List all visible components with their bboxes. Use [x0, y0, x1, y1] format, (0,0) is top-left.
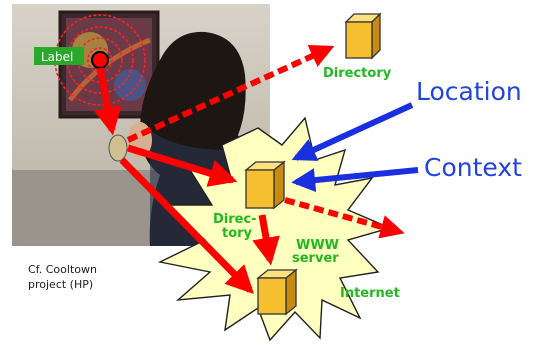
directory-mid-label-line-1: Direc-: [213, 212, 257, 227]
directory-mid-label-line-2: tory: [222, 226, 253, 241]
arrow-label-to-device: [93, 67, 122, 136]
arrow-device-to-directory-mid: [126, 144, 238, 187]
cube-directory-top: [344, 12, 382, 60]
cube-www-server: [256, 268, 298, 316]
arrow-context: [291, 167, 419, 193]
label-tag-dot: [91, 51, 109, 69]
location-label: Location: [416, 77, 522, 106]
handheld-device: [108, 134, 128, 162]
arrow-directory-to-outside: [284, 197, 405, 239]
label-tag-text: Label: [41, 50, 73, 64]
context-label: Context: [424, 153, 522, 182]
arrow-directory-to-www: [252, 214, 280, 266]
www-label-line-2: server: [292, 251, 339, 266]
cube-directory-mid: [244, 160, 286, 210]
caption-line-1: Cf. Cooltown: [28, 263, 97, 276]
www-label-line-1: WWW: [296, 238, 339, 253]
label-tag-box: [34, 47, 84, 65]
arrow-location: [291, 102, 414, 161]
directory-top-label: Directory: [323, 66, 392, 81]
caption-line-2: project (HP): [28, 278, 93, 291]
arrow-device-to-directory-top: [126, 45, 335, 143]
internet-label: Internet: [340, 286, 400, 301]
arrow-device-to-www: [119, 157, 254, 294]
